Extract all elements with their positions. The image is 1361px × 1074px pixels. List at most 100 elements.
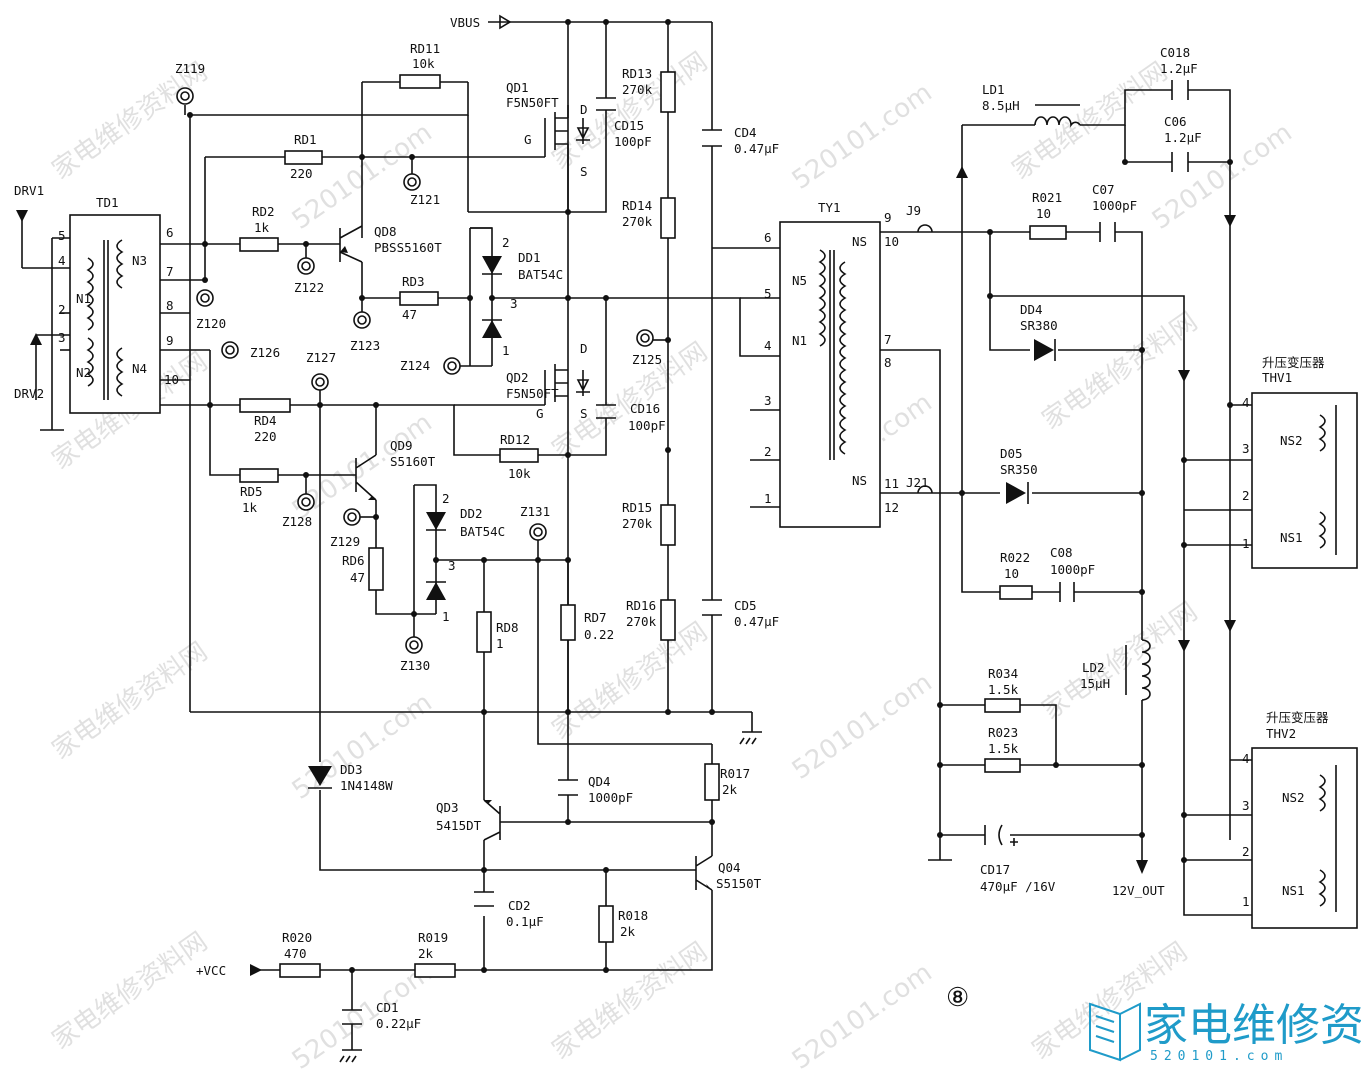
coil-icon (86, 337, 94, 387)
label-text: S (580, 164, 588, 179)
label-text: N1 (76, 291, 91, 306)
label-text: 5 (58, 228, 66, 243)
label-text: N5 (792, 273, 807, 288)
label-text: 1000pF (1092, 198, 1137, 213)
test-point-z119: Z119 (175, 61, 205, 105)
label-text: 2 (1242, 844, 1250, 859)
label-text: 2k (722, 782, 738, 797)
label-text: G (524, 132, 532, 147)
output-label: 12V_OUT (1112, 883, 1165, 898)
test-point-z121: Z121 (403, 157, 440, 207)
label-text: CD4 (734, 125, 757, 140)
label-text: 15μH (1080, 676, 1110, 691)
label-text: 2 (502, 235, 510, 250)
label-text: NS1 (1282, 883, 1305, 898)
label-text: D (580, 102, 588, 117)
label-text: 1 (1242, 536, 1250, 551)
label-text: 1 (764, 491, 772, 506)
label-text: 470μF /16V (980, 879, 1056, 894)
label-text: R022 (1000, 550, 1030, 565)
label-text: 0.22 (584, 627, 614, 642)
label-text: 10k (412, 56, 435, 71)
label-text: 3 (58, 330, 66, 345)
arrow-markers (16, 166, 1236, 976)
label-text: RD6 (342, 553, 365, 568)
flow-arrow-icon (1224, 620, 1236, 632)
label-text: 1N4148W (340, 778, 393, 793)
test-point-z120: Z120 (196, 289, 226, 331)
label-text: 4 (58, 253, 66, 268)
label-text: 1.5k (988, 682, 1019, 697)
label-text: 3 (1242, 441, 1250, 456)
drv1-arrow-icon (16, 210, 28, 222)
label-text: DD3 (340, 762, 363, 777)
label-text: 270k (622, 82, 653, 97)
label-text: D (580, 341, 588, 356)
label-text: Z120 (196, 316, 226, 331)
label-text: CD5 (734, 598, 757, 613)
resistor-rd12: RD12 10k (499, 432, 539, 481)
label-text: 0.1μF (506, 914, 544, 929)
transformer-td1: TD1 N1 N2 N3 N4 5 4 2 3 6 7 8 9 10 (58, 195, 179, 414)
label-text: Z121 (410, 192, 440, 207)
label-text: SR350 (1000, 462, 1038, 477)
label-text: S5150T (716, 876, 762, 891)
label-text: 3 (510, 296, 518, 311)
label-text: 220 (254, 429, 277, 444)
label-text: 11 (884, 476, 899, 491)
test-point-z123: Z123 (350, 298, 380, 353)
ground-icon (739, 712, 762, 745)
ty1-ref: TY1 (818, 200, 841, 215)
wires (21, 14, 1252, 1050)
label-text: 4 (1242, 395, 1250, 410)
test-point-z122: Z122 (294, 244, 324, 295)
label-text: G (536, 406, 544, 421)
label-text: RD2 (252, 204, 275, 219)
label-text: 5 (764, 286, 772, 301)
label-text: CD1 (376, 1000, 399, 1015)
label-text: Z119 (175, 61, 205, 76)
coil-icon (1318, 869, 1326, 907)
label-text: 10k (508, 466, 531, 481)
vcc-arrow-icon (250, 964, 262, 976)
label-text: 1000pF (1050, 562, 1095, 577)
label-text: CD15 (614, 118, 644, 133)
label-text: 0.47μF (734, 141, 779, 156)
label-text: RD11 (410, 41, 440, 56)
drv1-label: DRV1 (14, 183, 44, 198)
label-text: 100pF (614, 134, 652, 149)
label-text: D05 (1000, 446, 1023, 461)
label-text: 1.5k (988, 741, 1019, 756)
logo-text: 家电维修资料网 (1144, 1000, 1361, 1051)
flow-arrow-icon (1224, 215, 1236, 227)
label-text: Z122 (294, 280, 324, 295)
label-text: 1 (496, 636, 504, 651)
label-text: R023 (988, 725, 1018, 740)
coil-icon (1318, 511, 1326, 549)
label-text: 7 (884, 332, 892, 347)
label-text: RD12 (500, 432, 530, 447)
watermark-cn: 家电维修资料网 (47, 637, 213, 766)
coil-icon (839, 261, 847, 455)
watermark-cn: 家电维修资料网 (1007, 57, 1173, 186)
